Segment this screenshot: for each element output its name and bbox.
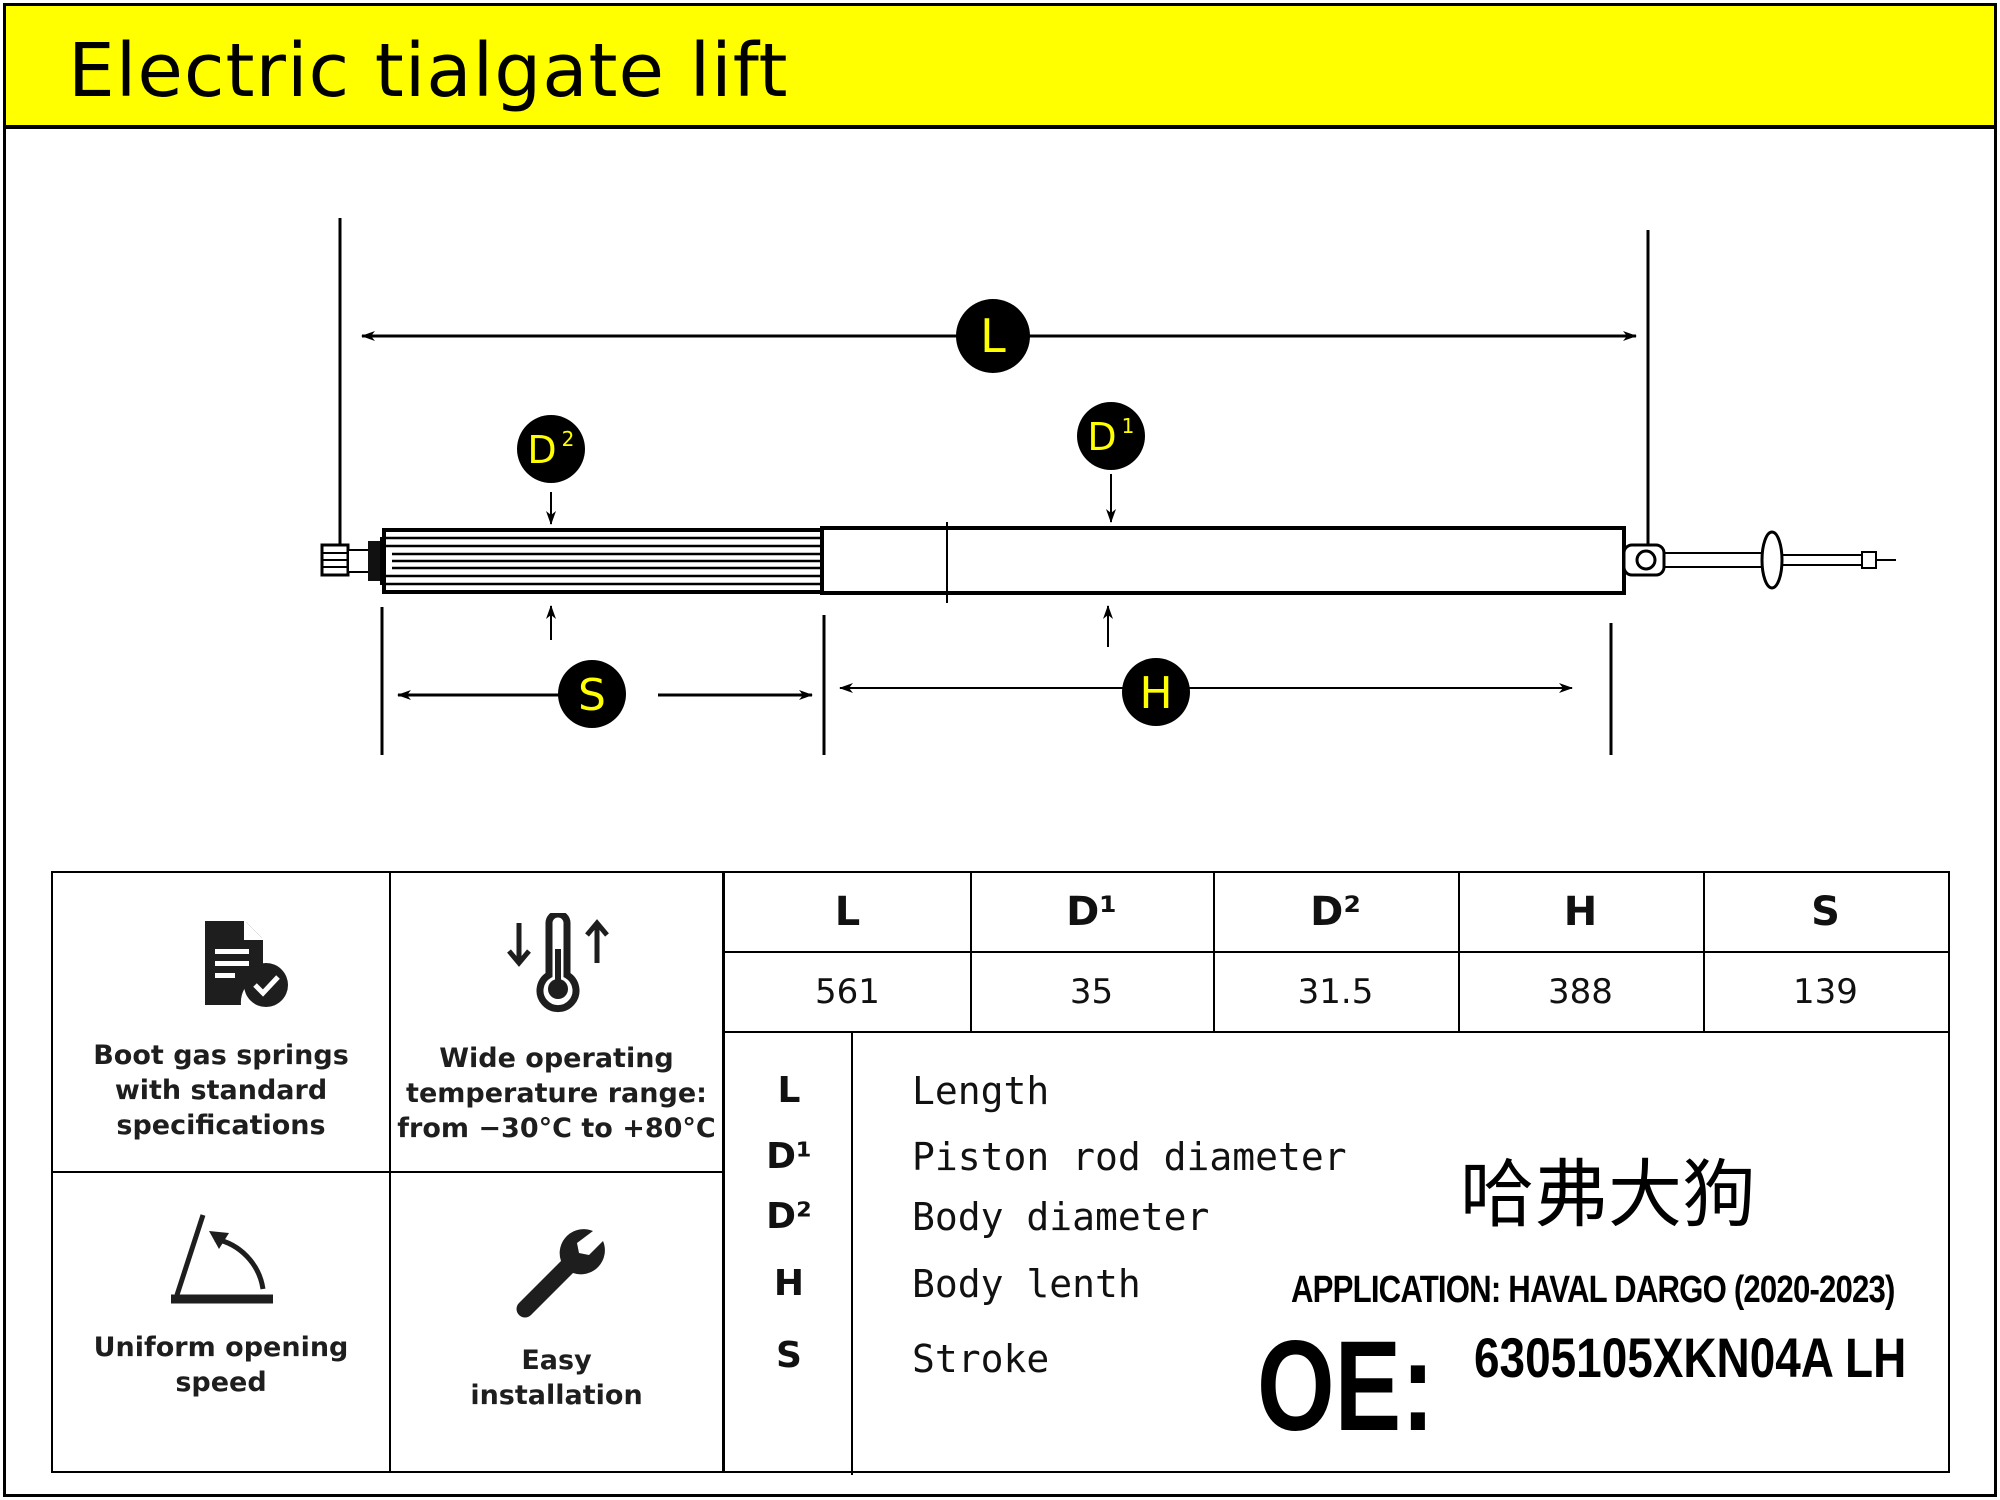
badge-d2-sup: 2: [562, 427, 575, 451]
feature-easy-installation: Easy installation: [389, 1171, 724, 1473]
thermometer-arrows-icon: [507, 913, 609, 1013]
badge-d1: D 1: [1077, 402, 1145, 470]
legend-symbol-h: H: [773, 1263, 805, 1304]
badge-s-text: S: [578, 670, 606, 721]
dimension-diagram: L D 2 D 1 S H: [320, 218, 1896, 755]
spec-value-h: 388: [1458, 953, 1705, 1033]
spec-header-h: H: [1458, 873, 1705, 953]
badge-d2-text: D: [527, 428, 556, 472]
spec-header-l: L: [725, 873, 972, 953]
feature-standard-specs: Boot gas springs with standard specifica…: [51, 871, 391, 1173]
model-name-cn: 哈弗大狗: [1460, 1152, 1756, 1238]
badge-d1-text: D: [1087, 415, 1116, 459]
page-title: Electric tialgate lift: [68, 28, 789, 114]
badge-s: S: [558, 660, 626, 728]
gas-spring-drawing: [320, 522, 1896, 603]
spec-header-d1: D¹: [970, 873, 1215, 953]
oe-number: 6305105XKN04A LH: [1474, 1326, 1907, 1389]
page-frame: Electric tialgate lift: [3, 3, 1997, 1497]
title-bar: Electric tialgate lift: [6, 6, 1994, 129]
spec-header-s: S: [1703, 873, 1948, 953]
feature-opening-speed: Uniform opening speed: [51, 1171, 391, 1473]
legend-symbol-d2: D²: [766, 1196, 812, 1237]
spec-value-d2: 31.5: [1213, 953, 1460, 1033]
badge-d2: D 2: [517, 415, 585, 483]
feature-text: Uniform opening speed: [93, 1332, 349, 1398]
legend-symbol-column: [725, 1033, 853, 1475]
legend-desc-stroke: Stroke: [912, 1337, 1050, 1381]
spec-value-l: 561: [725, 953, 972, 1033]
legend-desc-body-diameter: Body diameter: [912, 1195, 1210, 1239]
legend-desc-piston-rod: Piston rod diameter: [912, 1135, 1347, 1179]
spec-header-d2: D²: [1213, 873, 1460, 953]
legend-desc-length: Length: [912, 1069, 1050, 1113]
badge-l: L: [956, 299, 1030, 373]
application-text: APPLICATION: HAVAL DARGO (2020-2023): [1291, 1269, 1895, 1311]
badge-h: H: [1122, 658, 1190, 726]
opening-angle-icon: [171, 1214, 273, 1304]
feature-text: Boot gas springs with standard specifica…: [93, 1040, 349, 1141]
wrench-icon: [516, 1229, 605, 1318]
oe-label: OE:: [1257, 1315, 1435, 1458]
badge-h-text: H: [1139, 668, 1172, 719]
legend-desc-body-length: Body lenth: [912, 1262, 1141, 1306]
spec-value-s: 139: [1703, 953, 1948, 1033]
badge-l-text: L: [980, 309, 1006, 363]
feature-temperature: Wide operating temperature range: from −…: [389, 871, 724, 1173]
feature-grid: Boot gas springs with standard specifica…: [51, 871, 724, 1473]
document-check-icon: [205, 921, 288, 1007]
feature-text: Easy installation: [470, 1345, 643, 1411]
badge-d1-sup: 1: [1122, 414, 1135, 438]
spec-table: L D¹ D² H S 561 35 31.5 388 139 L D¹ D² …: [723, 871, 1950, 1475]
feature-text: Wide operating temperature range: from −…: [397, 1043, 716, 1144]
spec-value-d1: 35: [970, 953, 1215, 1033]
legend-symbol-s: S: [776, 1335, 802, 1376]
legend-symbol-d1: D¹: [766, 1136, 812, 1177]
legend-symbol-l: L: [777, 1070, 801, 1111]
